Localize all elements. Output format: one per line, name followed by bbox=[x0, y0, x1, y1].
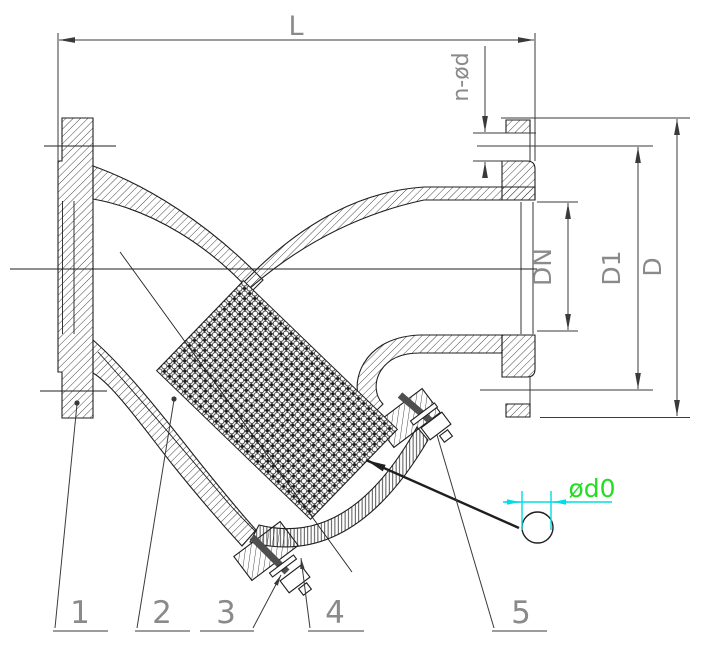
right-flange-bolt-block-top bbox=[505, 119, 531, 134]
bolt-washer bbox=[409, 402, 439, 426]
branch-seat-line bbox=[97, 351, 256, 532]
leader-line bbox=[300, 557, 311, 629]
dimension-label-L: L bbox=[288, 11, 303, 42]
leader-line bbox=[54, 403, 78, 629]
cap-bolt-left bbox=[249, 534, 313, 596]
left-flange-section bbox=[57, 117, 94, 419]
dimension-bolt-holes: n-ød bbox=[449, 46, 536, 178]
right-flange-bolt-block-bottom bbox=[505, 403, 531, 418]
upper-left-wall-section bbox=[92, 165, 264, 293]
strainer-cap-assembly bbox=[233, 387, 454, 596]
leader-dot bbox=[171, 396, 177, 402]
dimension-D1: D1 bbox=[477, 145, 653, 391]
cap-bolt-right bbox=[397, 392, 454, 443]
leader-dot bbox=[74, 400, 80, 406]
dimension-label-D1: D1 bbox=[597, 250, 626, 285]
callout-5: 5 bbox=[436, 434, 547, 632]
callout-number: 2 bbox=[152, 595, 172, 631]
dimension-label-od0: ød0 bbox=[568, 474, 615, 503]
leader-line bbox=[436, 434, 495, 629]
wire-diameter-detail: ød0 bbox=[365, 458, 616, 544]
wire-section-circle bbox=[521, 511, 554, 544]
bolt-nut bbox=[420, 411, 452, 441]
upper-right-wall-section bbox=[242, 186, 536, 290]
detail-pointer-arrow bbox=[365, 458, 520, 530]
dimension-label-n-od: n-ød bbox=[449, 52, 474, 101]
callout-number: 4 bbox=[325, 595, 345, 631]
callout-4: 4 bbox=[300, 557, 364, 632]
callout-number: 3 bbox=[216, 595, 236, 631]
callout-number: 1 bbox=[70, 595, 90, 631]
strainer-mesh-screen bbox=[155, 280, 399, 520]
part-callouts: 1 2 3 4 5 bbox=[53, 396, 547, 632]
branch-centerline bbox=[119, 251, 353, 573]
callout-3: 3 bbox=[200, 574, 282, 632]
callout-1: 1 bbox=[53, 400, 108, 632]
leader-line bbox=[136, 399, 175, 629]
callout-number: 5 bbox=[511, 595, 531, 631]
dimension-D: D bbox=[501, 117, 690, 418]
right-flange-main-block-bottom bbox=[501, 334, 536, 378]
dimension-L: L bbox=[57, 11, 536, 161]
bolt-stud-end bbox=[438, 429, 454, 443]
callout-2: 2 bbox=[135, 396, 190, 632]
dimension-label-D: D bbox=[638, 257, 667, 276]
leader-line bbox=[252, 574, 282, 629]
bolt-washer bbox=[268, 554, 298, 578]
dimension-DN: DN bbox=[528, 201, 578, 332]
bolt-shank bbox=[397, 392, 436, 426]
lower-left-wall-section bbox=[92, 338, 257, 547]
dimension-label-DN: DN bbox=[528, 248, 557, 286]
